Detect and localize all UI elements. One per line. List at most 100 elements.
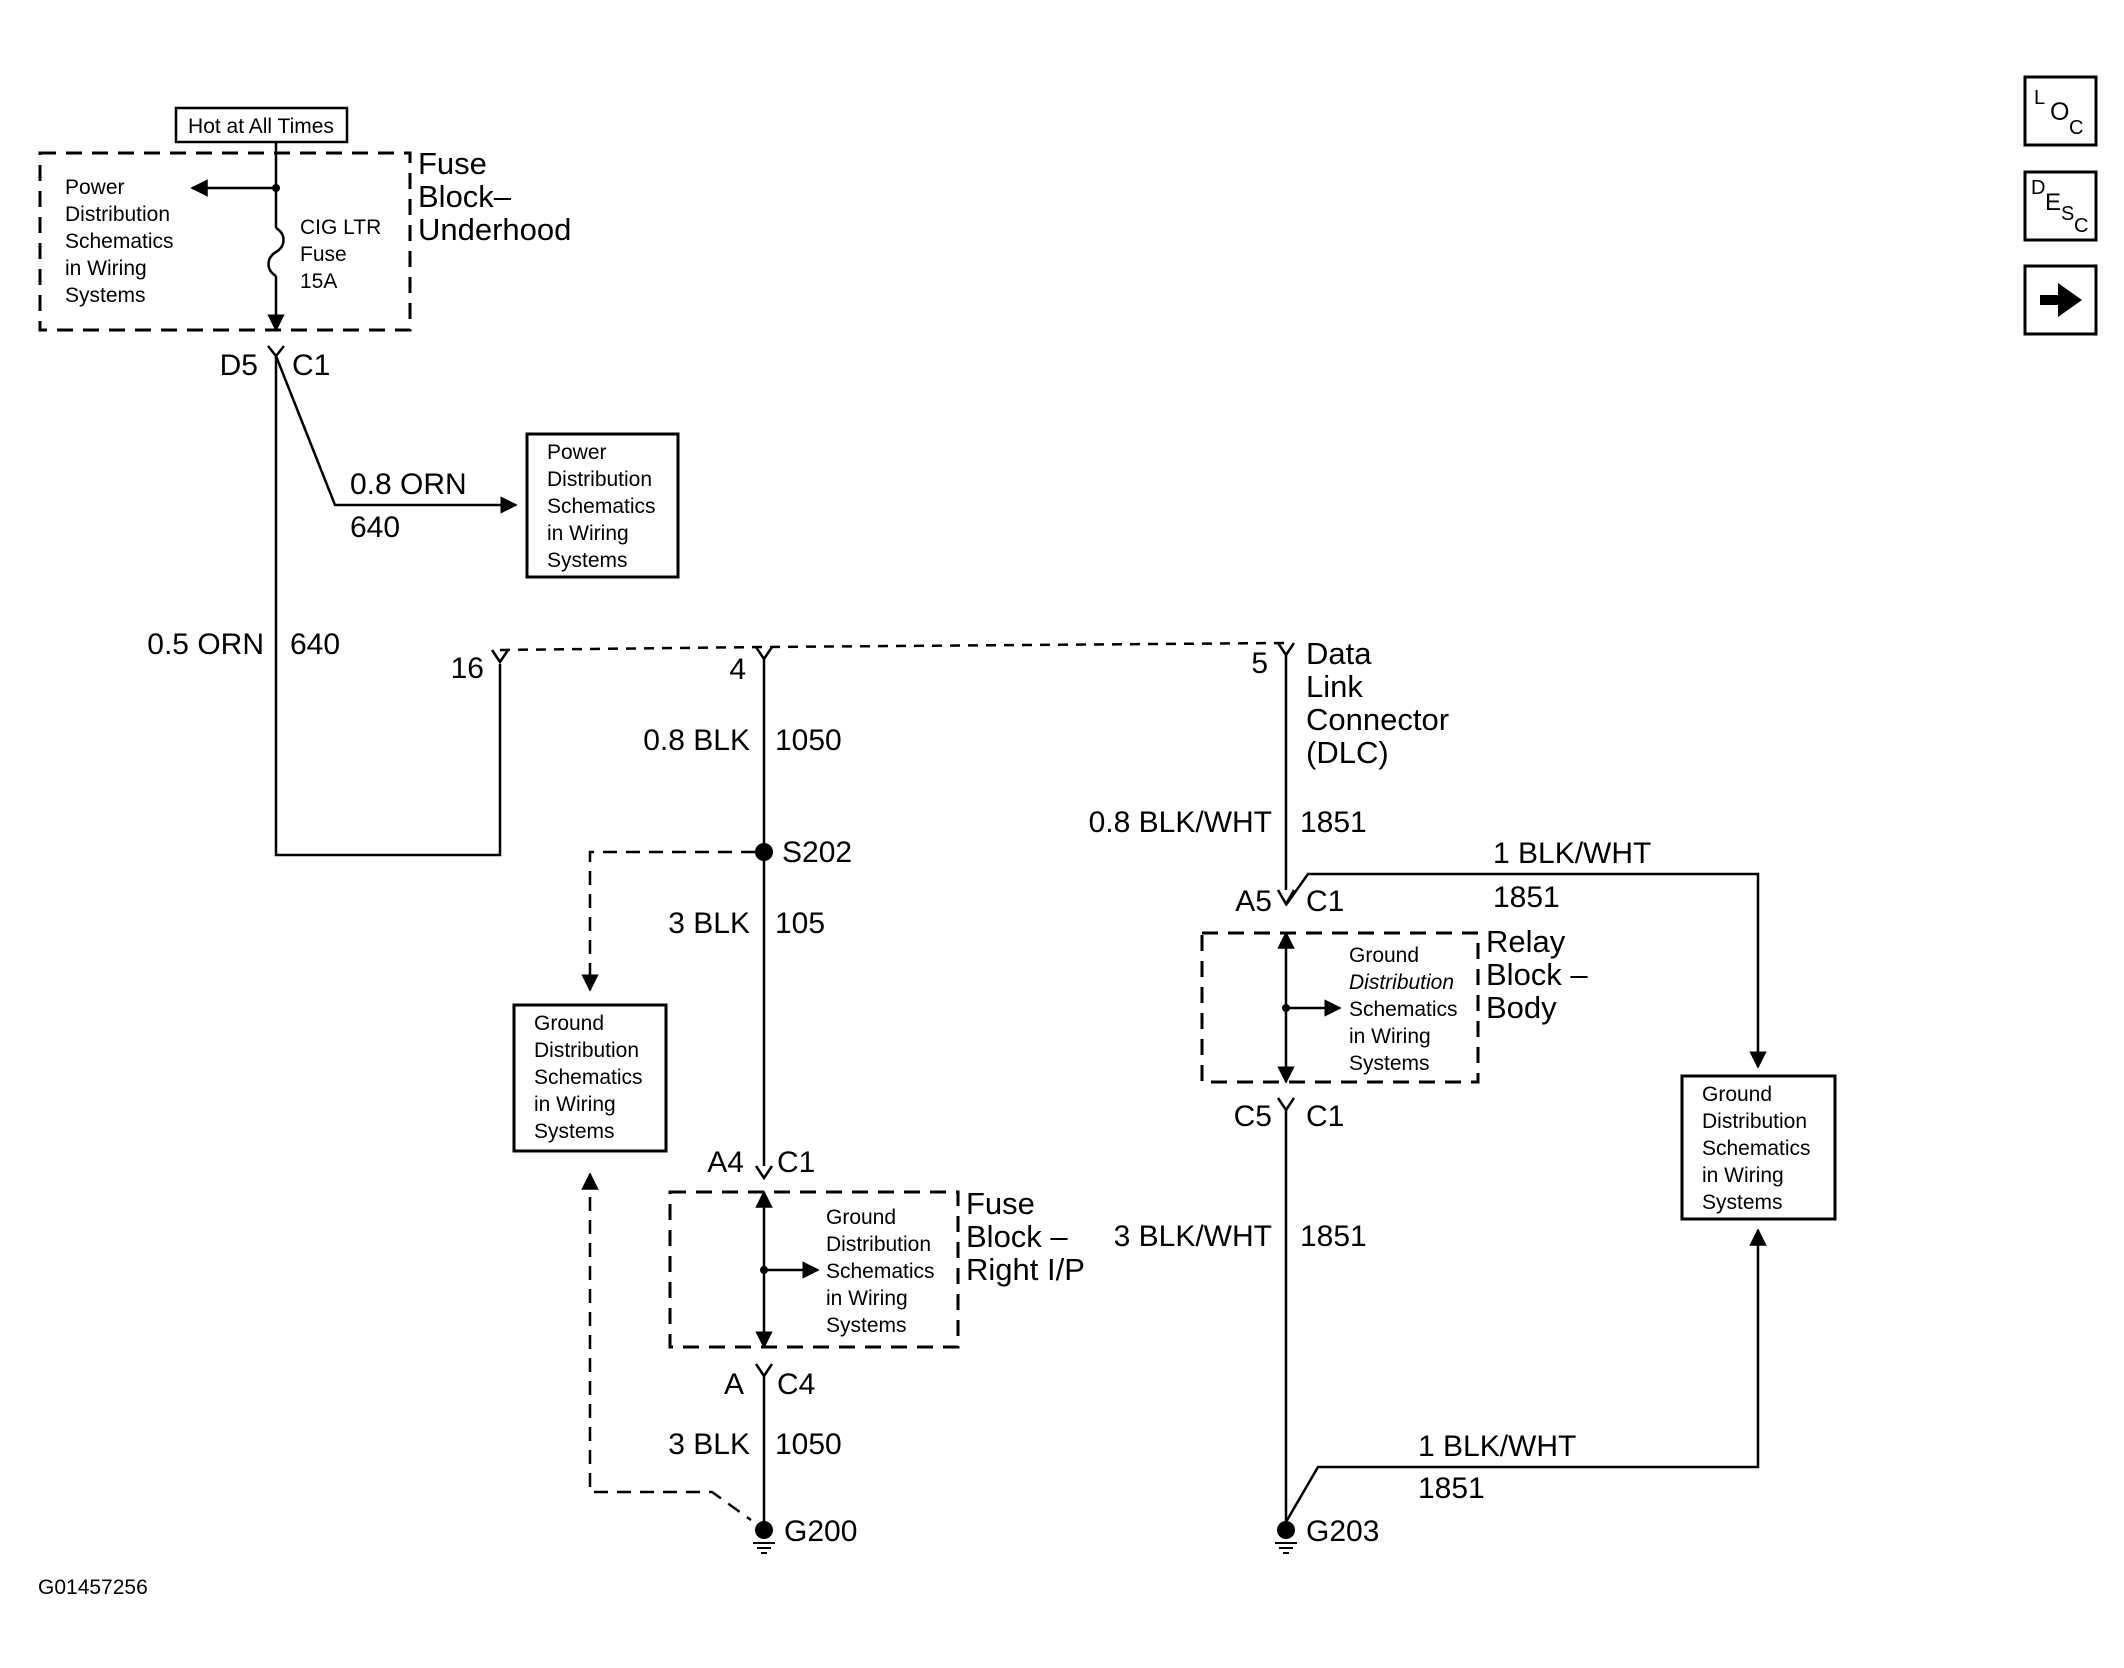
wire-circuit-1050-a: 1050 xyxy=(775,724,842,757)
fuse-block-underhood: Hot at All Times Fuse Block– Underhood P… xyxy=(38,106,571,382)
wire-gauge-1-blkwht-bottom: 1 BLK/WHT xyxy=(1418,1430,1576,1463)
loc-button[interactable]: L O C xyxy=(2023,75,2098,147)
ground-ref-right-line-4: in Wiring xyxy=(1702,1164,1784,1187)
splice-ground-ref-dashed-up xyxy=(581,850,755,992)
loc-letter-c: C xyxy=(2069,117,2083,139)
dlc-pin-4-label: 4 xyxy=(729,653,746,686)
arrow-right-icon xyxy=(2040,283,2082,317)
power-ref-inner-2: Distribution xyxy=(65,203,170,226)
desc-letter-s: S xyxy=(2061,203,2074,225)
wire-gauge-3-blk-a: 3 BLK xyxy=(668,907,750,940)
wire-gauge-1-blkwht-top: 1 BLK/WHT xyxy=(1493,837,1651,870)
loc-letter-l: L xyxy=(2034,87,2045,109)
fuse-block-underhood-outline xyxy=(38,151,412,332)
wire-gauge-05-orn: 0.5 ORN xyxy=(147,628,264,661)
ground-g200-icon xyxy=(753,1521,775,1554)
fuse-block-right-ip-title-3: Right I/P xyxy=(966,1252,1085,1287)
ground-ref-relay-line-4: in Wiring xyxy=(1349,1025,1431,1048)
dlc-pin-4-symbol xyxy=(754,646,774,662)
fuse-block-underhood-title-1: Fuse xyxy=(418,146,487,181)
ground-ref-ip-line-2: Distribution xyxy=(826,1233,931,1256)
wire-640-branch xyxy=(274,355,518,514)
dlc-pin-16-symbol xyxy=(490,649,510,665)
dlc-pin-16-label: 16 xyxy=(451,652,484,685)
connector-c1-relay-bottom-label: C1 xyxy=(1306,1100,1344,1133)
loc-letter-o: O xyxy=(2050,98,2069,126)
wire-circuit-1050-b: 1050 xyxy=(775,1428,842,1461)
data-link-connector: 16 4 5 Data Link Connector (DLC) xyxy=(451,636,1449,770)
fuse-block-underhood-title-3: Underhood xyxy=(418,212,571,247)
desc-letter-d: D xyxy=(2031,177,2045,199)
pin-a5-label: A5 xyxy=(1235,885,1272,918)
ground-ref-left-line-1: Ground xyxy=(534,1012,604,1035)
wire-1851-bottom-branch xyxy=(1284,1228,1767,1523)
ground-ref-relay-line-2: Distribution xyxy=(1349,971,1454,994)
ground-ref-left-line-2: Distribution xyxy=(534,1039,639,1062)
relay-block-title-1: Relay xyxy=(1486,924,1566,959)
ground-ref-ip-line-5: Systems xyxy=(826,1314,907,1337)
next-button[interactable] xyxy=(2023,264,2098,336)
orange-wires: 0.8 ORN 640 Power Distribution Schematic… xyxy=(147,355,680,857)
connector-c1-relay-top-label: C1 xyxy=(1306,885,1344,918)
wire-circuit-640-b: 640 xyxy=(290,628,340,661)
power-ref-box-line-1: Power xyxy=(547,441,607,464)
power-ref-inner-1: Power xyxy=(65,176,125,199)
ground-ref-left-line-4: in Wiring xyxy=(534,1093,616,1116)
ground-ref-ip-line-1: Ground xyxy=(826,1206,896,1229)
wire-gauge-08-blkwht: 0.8 BLK/WHT xyxy=(1089,806,1272,839)
pin-a4-label: A4 xyxy=(707,1146,744,1179)
fuse-block-underhood-title-2: Block– xyxy=(418,179,512,214)
ground-path-g200: 0.8 BLK 1050 S202 3 BLK 105 Ground Distr… xyxy=(512,659,1085,1554)
hot-at-all-times-box xyxy=(174,106,349,144)
ground-ref-right-line-1: Ground xyxy=(1702,1083,1772,1106)
fuse-symbol xyxy=(267,226,285,278)
dlc-title-1: Data xyxy=(1306,636,1372,671)
ground-ref-right-line-3: Schematics xyxy=(1702,1137,1811,1160)
power-ref-inner-3: Schematics xyxy=(65,230,174,253)
wire-circuit-1851-c: 1851 xyxy=(1300,1220,1367,1253)
wire-gauge-08-orn: 0.8 ORN xyxy=(350,468,467,501)
wire-gauge-3-blk-b: 3 BLK xyxy=(668,1428,750,1461)
ground-g203-label: G203 xyxy=(1306,1515,1379,1548)
ground-ref-left-line-5: Systems xyxy=(534,1120,615,1143)
fuse-rating-label: 15A xyxy=(300,270,337,293)
wire-circuit-105: 105 xyxy=(775,907,825,940)
connector-c4-label: C4 xyxy=(777,1368,815,1401)
wire-circuit-1851-a: 1851 xyxy=(1300,806,1367,839)
power-ref-box-line-5: Systems xyxy=(547,549,628,572)
ground-ref-relay-line-3: Schematics xyxy=(1349,998,1458,1021)
ground-path-g203: 0.8 BLK/WHT 1851 1 BLK/WHT 1851 A5 C1 Gr… xyxy=(1089,655,1837,1554)
fuse-block-right-ip-title-1: Fuse xyxy=(966,1186,1035,1221)
wire-gauge-3-blkwht: 3 BLK/WHT xyxy=(1114,1220,1272,1253)
ground-ref-box-right xyxy=(1680,1074,1837,1221)
ground-ref-dashed-down xyxy=(581,1172,752,1522)
ground-g200-label: G200 xyxy=(784,1515,857,1548)
desc-button[interactable]: D E S C xyxy=(2023,170,2098,242)
ground-g203-icon xyxy=(1275,1521,1297,1554)
ground-ref-box-left xyxy=(512,1003,668,1153)
ground-ref-right-line-5: Systems xyxy=(1702,1191,1783,1214)
relay-block-title-3: Body xyxy=(1486,990,1557,1025)
connector-d5-c1-symbol xyxy=(267,345,285,359)
connector-c1-ip-label: C1 xyxy=(777,1146,815,1179)
relay-block-title-2: Block – xyxy=(1486,957,1588,992)
connector-a5-c1-symbol xyxy=(1276,889,1296,907)
wire-gauge-08-blk: 0.8 BLK xyxy=(643,724,750,757)
ground-ref-left-line-3: Schematics xyxy=(534,1066,643,1089)
ground-ref-relay-line-1: Ground xyxy=(1349,944,1419,967)
fuse-name-label: CIG LTR xyxy=(300,216,381,239)
power-ref-box-line-2: Distribution xyxy=(547,468,652,491)
connector-a4-c1-symbol xyxy=(754,1165,774,1181)
wire-circuit-1851-d: 1851 xyxy=(1418,1472,1485,1505)
fuse-block-right-ip-title-2: Block – xyxy=(966,1219,1068,1254)
pin-a-label: A xyxy=(724,1368,744,1401)
wire-circuit-640-a: 640 xyxy=(350,511,400,544)
connector-a-c4-symbol xyxy=(754,1363,774,1379)
fuse-block-right-ip-outline xyxy=(668,1190,960,1349)
pin-d5-label: D5 xyxy=(220,349,258,382)
power-ref-box xyxy=(525,432,680,579)
pin-c5-label: C5 xyxy=(1234,1100,1272,1133)
dlc-outline xyxy=(499,641,1287,652)
wire-640-main xyxy=(274,356,502,857)
